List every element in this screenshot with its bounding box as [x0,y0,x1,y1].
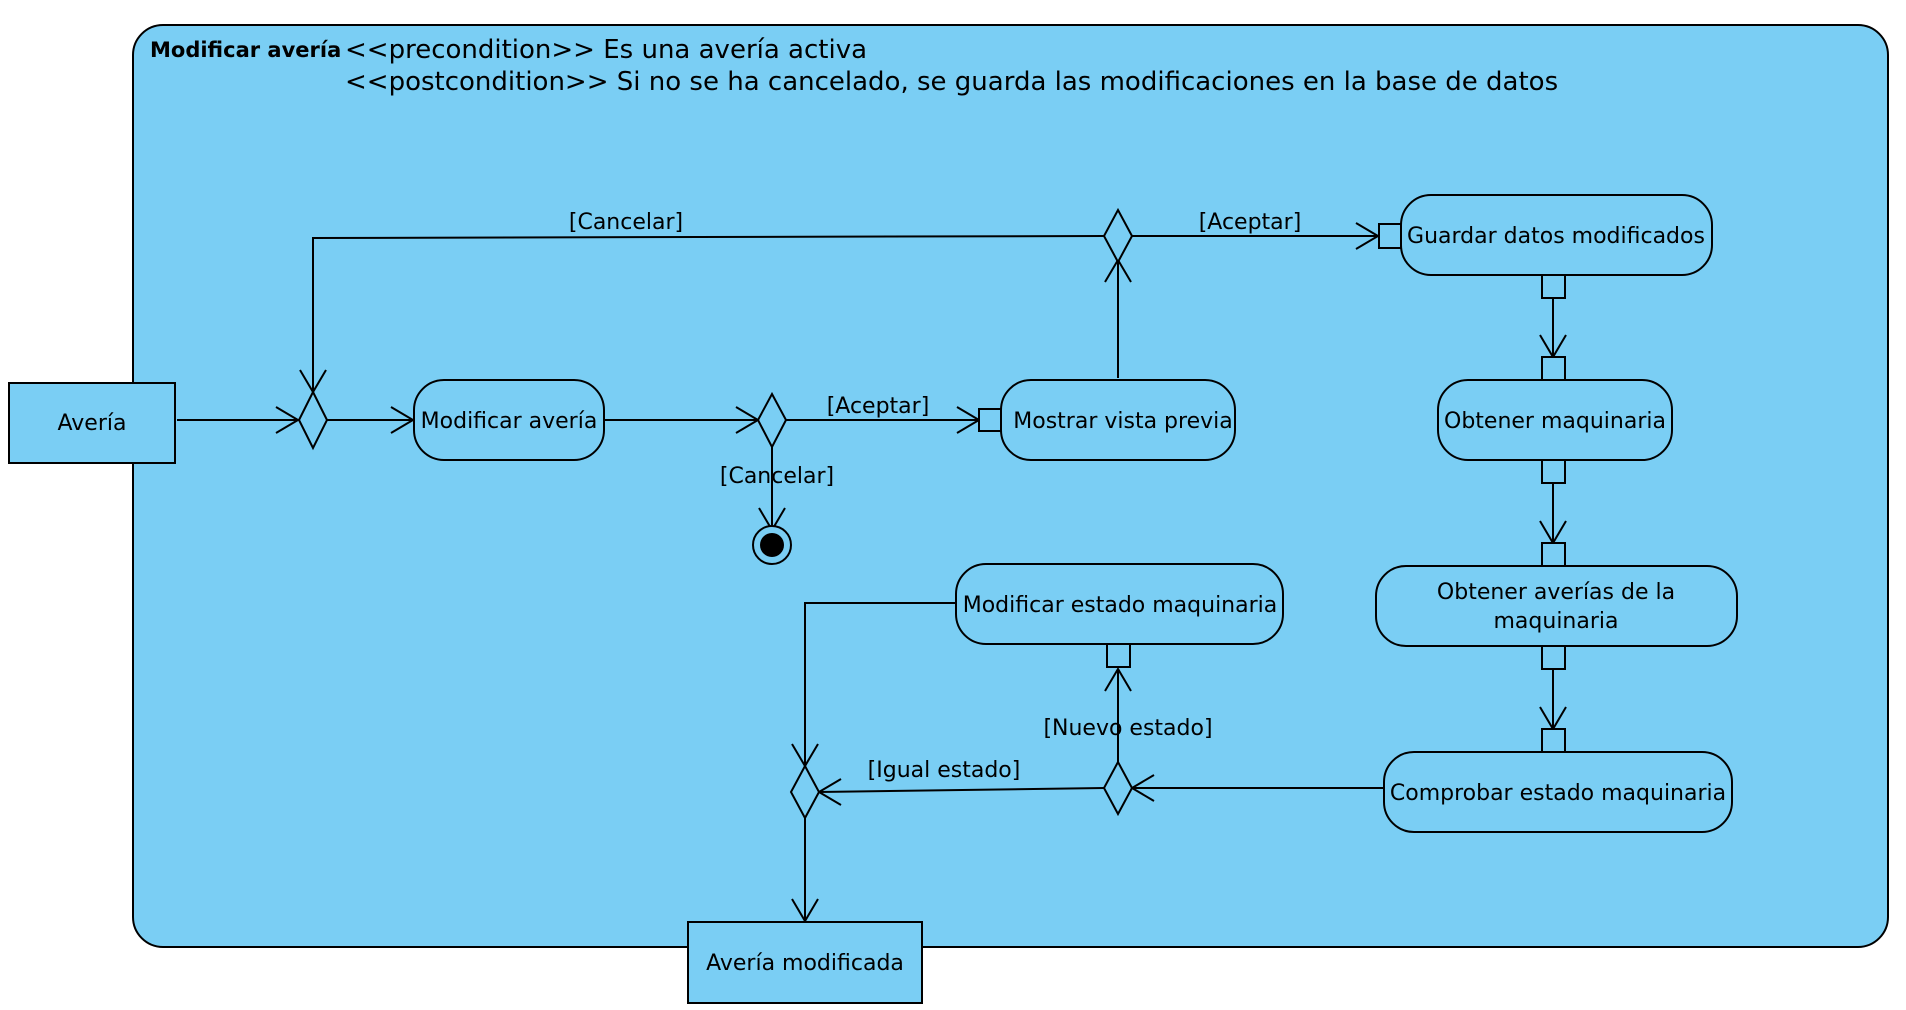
action-obtener-averias-label-1: Obtener averías de la [1437,580,1675,605]
decision-node-preview [756,391,788,450]
action-mostrar-vista-previa-label: Mostrar vista previa [1013,409,1232,434]
action-obtener-averias [1375,565,1738,647]
output-pin-modificar-estado [1106,643,1131,668]
activity-final-node-inner [760,533,784,557]
action-obtener-averias-label-2: maquinaria [1494,609,1619,634]
guard-igual-estado: [Igual estado] [868,758,1021,783]
action-guardar-datos-label: Guardar datos modificados [1407,224,1705,249]
frame-title: Modificar avería [150,38,341,62]
output-pin-obtener-averias [1541,645,1566,670]
action-modificar-averia [413,379,605,461]
edge-decision-to-merge-bottom [818,787,1105,793]
action-comprobar-estado-label: Comprobar estado maquinaria [1390,781,1726,806]
input-pin-obtener-averias [1541,542,1566,567]
merge-node-bottom [789,763,821,821]
action-obtener-maquinaria-label: Obtener maquinaria [1444,409,1666,434]
object-node-averia [8,382,176,464]
guard-aceptar-top: [Aceptar] [1199,210,1302,235]
arrowhead [1104,667,1132,692]
guard-cancelar-mid: [Cancelar] [720,464,834,489]
input-pin-obtener-maquinaria [1541,356,1566,381]
precondition-text: <<precondition>> Es una avería activa [345,35,867,65]
decision-node-confirm [1102,207,1134,265]
edge-modificar-estado-to-merge [804,602,956,766]
object-node-averia-label: Avería [58,411,127,436]
object-node-averia-modificada [687,921,923,1004]
input-pin-guardar [1378,223,1402,249]
edge-cancel-loop [312,235,1105,392]
postcondition-text: <<postcondition>> Si no se ha cancelado,… [345,67,1558,97]
output-pin-obtener-maquinaria [1541,459,1566,484]
action-modificar-estado-label: Modificar estado maquinaria [963,593,1278,618]
output-pin-guardar [1541,274,1566,299]
object-node-averia-modificada-label: Avería modificada [706,951,904,976]
decision-node-estado [1102,759,1134,817]
input-pin-comprobar-estado [1541,728,1566,753]
input-pin-mostrar [978,408,1002,432]
action-modificar-averia-label: Modificar avería [421,409,598,434]
guard-aceptar-mid: [Aceptar] [827,394,930,419]
merge-node-left [297,389,329,451]
guard-cancelar-top: [Cancelar] [569,210,683,235]
guard-nuevo-estado: [Nuevo estado] [1043,716,1212,741]
